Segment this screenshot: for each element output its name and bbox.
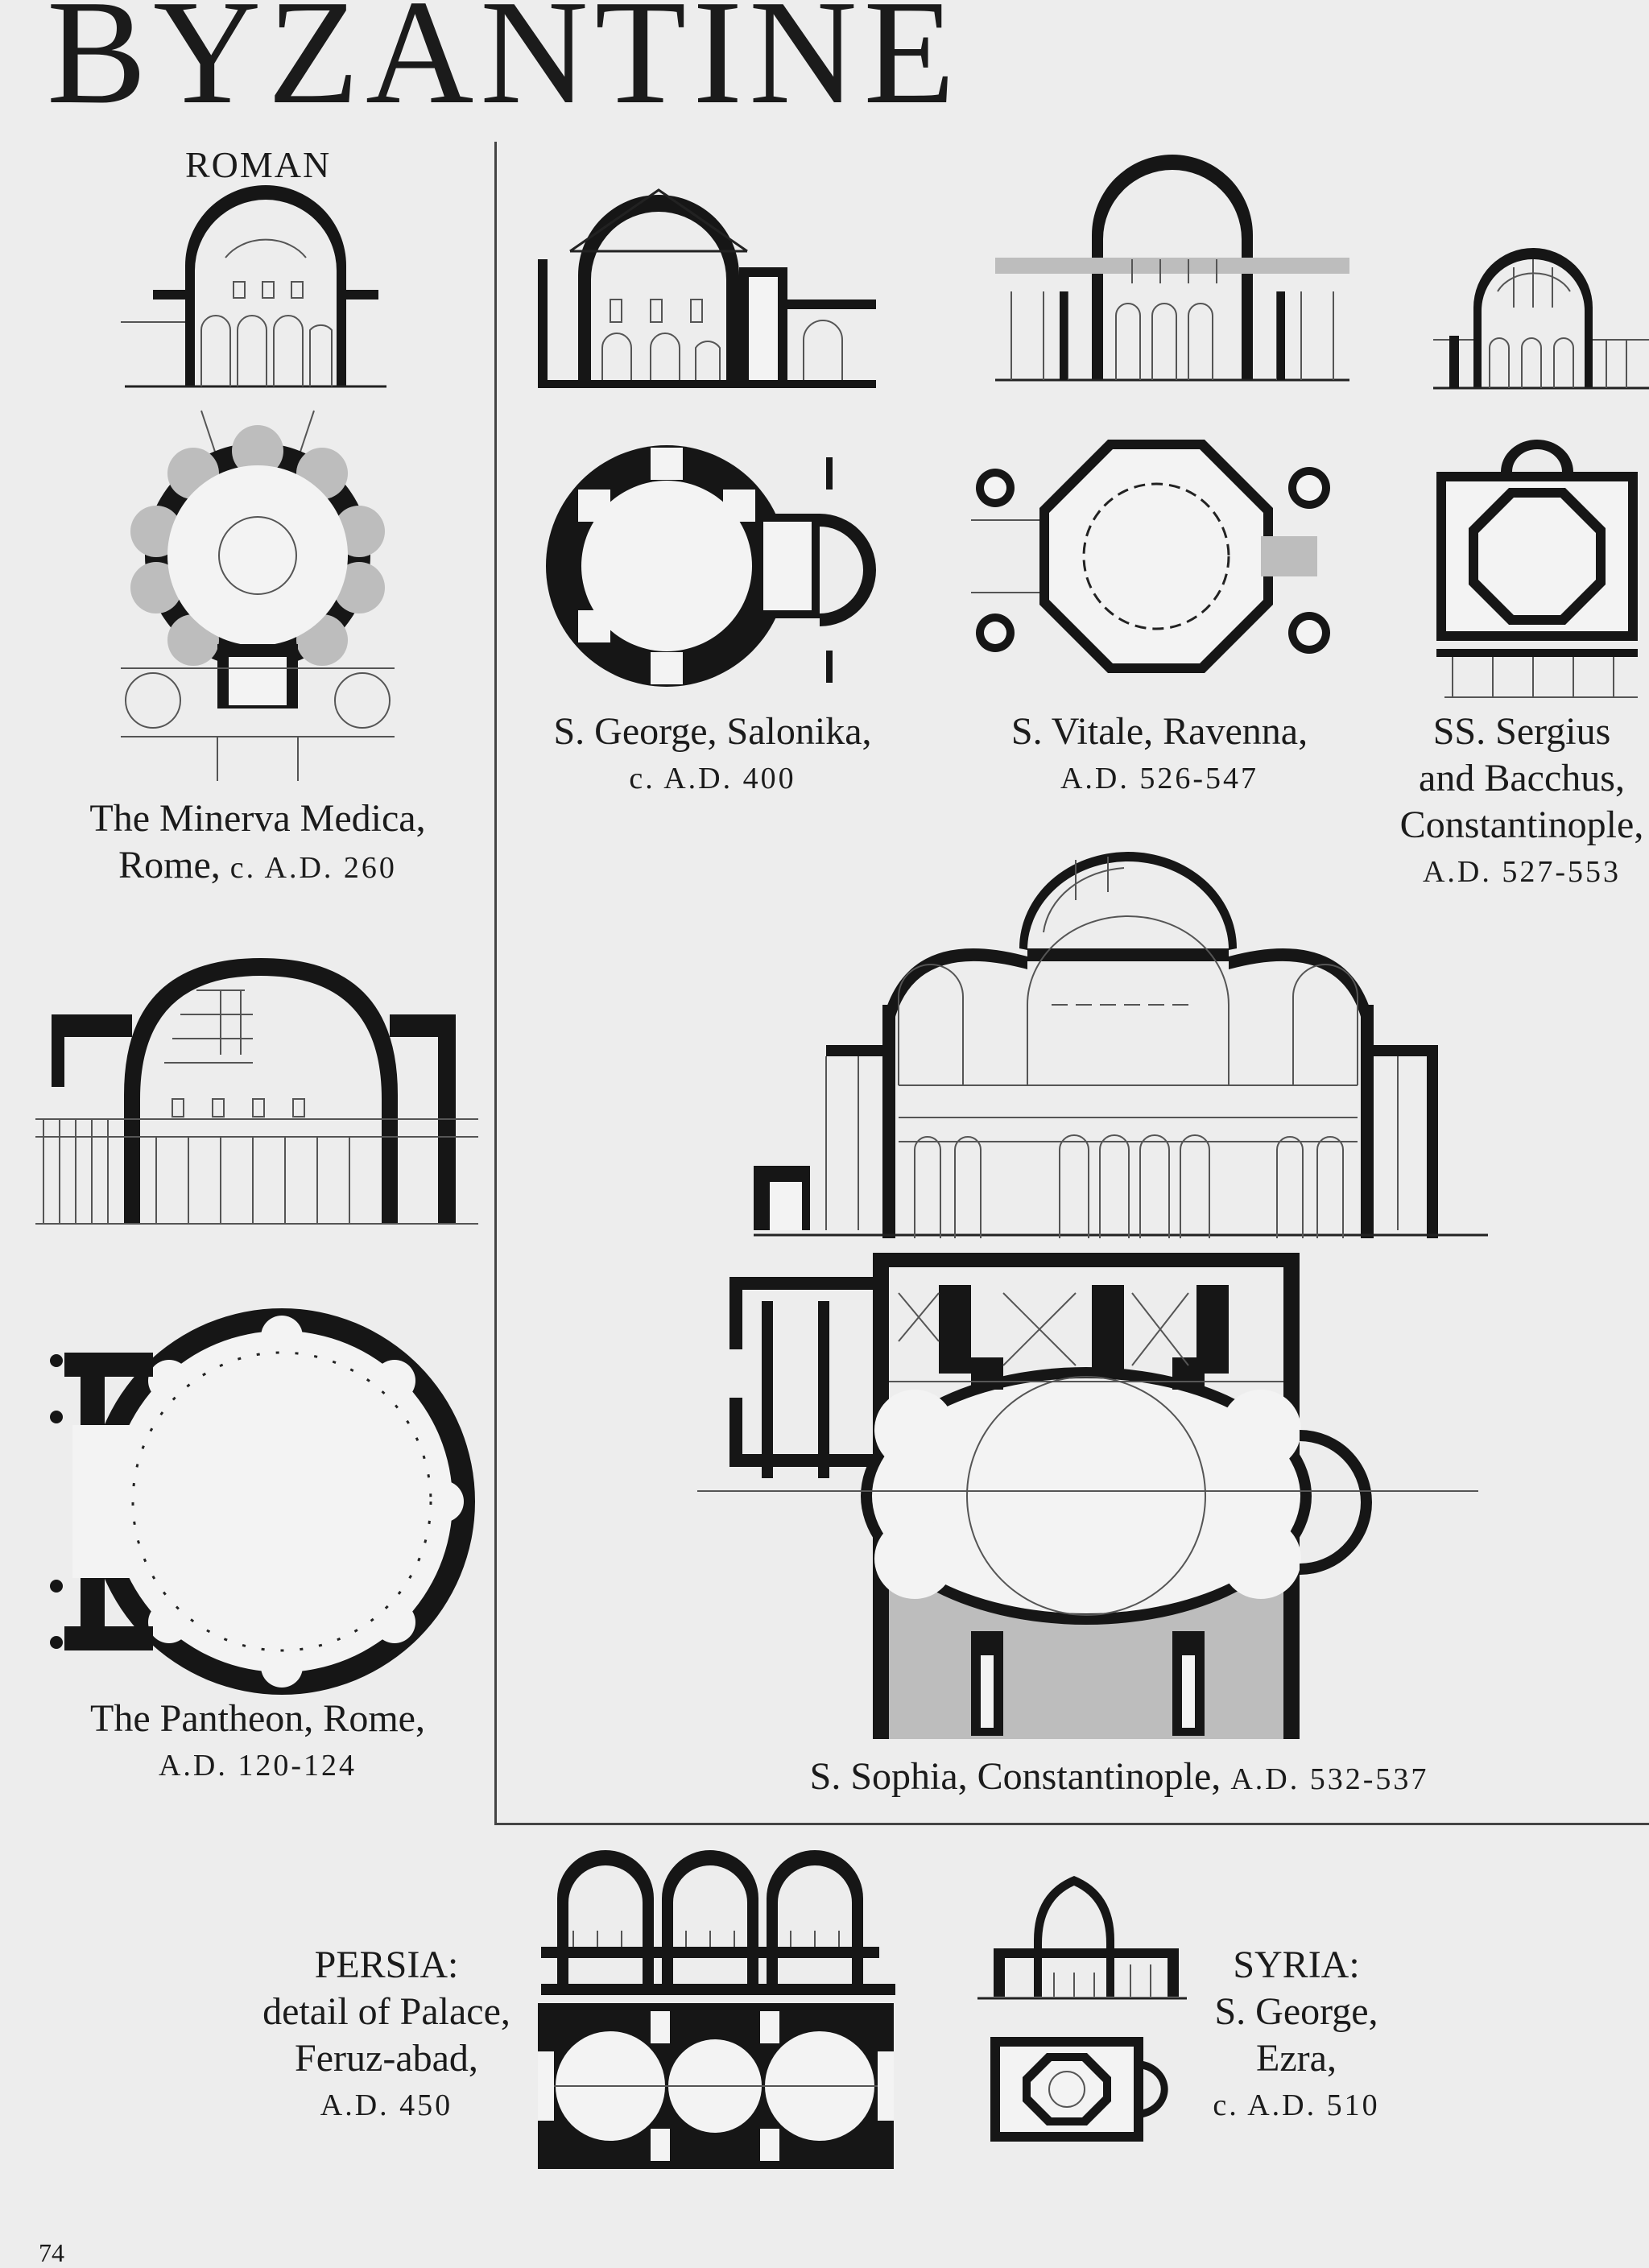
syria-section-drawing [977,1876,1187,2000]
page-title: BYZANTINE [47,0,962,135]
caption-vitale-line1: S. Vitale, Ravenna, [1010,710,1308,753]
caption-sergius: SS. Sergius and Bacchus, Constantinople,… [1385,708,1649,895]
caption-pantheon: The Pantheon, Rome, A.D. 120-124 [48,1696,467,1789]
caption-sophia-line1: S. Sophia, Constantinople, [809,1755,1221,1798]
george-salonika-plan-drawing [546,445,876,687]
caption-vitale: S. Vitale, Ravenna, A.D. 526-547 [966,708,1353,802]
sophia-plan-drawing [697,1253,1478,1739]
caption-vitale-date: A.D. 526-547 [1060,762,1259,795]
caption-persia: PERSIA: detail of Palace, Feruz-abad, A.… [234,1942,539,2129]
vitale-section-drawing [995,155,1349,382]
caption-syria-line3: Ezra, [1256,2037,1337,2080]
caption-syria-line1: SYRIA: [1233,1944,1360,1986]
sergius-plan-drawing [1436,440,1638,698]
george-salonika-section-drawing [538,188,876,388]
caption-sergius-line1: SS. Sergius [1432,710,1611,753]
vertical-divider [494,142,497,1824]
caption-george-salonika-date: c. A.D. 400 [629,762,796,795]
caption-sophia-date: A.D. 532-537 [1230,1762,1429,1796]
persia-plan-drawing [538,2003,894,2169]
caption-pantheon-date: A.D. 120-124 [158,1749,357,1783]
caption-persia-line1: PERSIA: [314,1944,459,1986]
caption-sergius-line2: and Bacchus, [1419,757,1625,799]
pantheon-plan-drawing [50,1308,475,1695]
roman-heading: ROMAN [185,144,332,185]
horizontal-divider [494,1823,1649,1825]
caption-george-salonika: S. George, Salonika, c. A.D. 400 [523,708,902,802]
caption-george-salonika-line1: S. George, Salonika, [553,710,872,753]
caption-persia-line3: Feruz-abad, [295,2037,478,2080]
page-number: 74 [39,2238,64,2267]
caption-persia-line2: detail of Palace, [262,1990,510,2033]
caption-minerva-line1: The Minerva Medica, [89,797,426,840]
caption-minerva-line2: Rome, [118,844,221,886]
caption-sergius-line3: Constantinople, [1399,804,1644,846]
pantheon-section-drawing [35,958,478,1225]
vitale-plan-drawing [971,440,1330,673]
caption-syria: SYRIA: S. George, Ezra, c. A.D. 510 [1192,1942,1401,2129]
persia-section-drawing [541,1850,895,1995]
syria-plan-drawing [990,2037,1168,2142]
minerva-medica-section-drawing [121,185,386,388]
caption-syria-line2: S. George, [1214,1990,1378,2033]
caption-persia-date: A.D. 450 [320,2088,453,2122]
caption-minerva-date: c. A.D. 260 [229,851,397,885]
caption-syria-date: c. A.D. 510 [1213,2088,1380,2122]
caption-sergius-date: A.D. 527-553 [1422,855,1622,889]
minerva-medica-plan-drawing [121,410,395,781]
sergius-section-drawing [1433,248,1649,390]
caption-minerva-medica: The Minerva Medica, Rome, c. A.D. 260 [48,795,467,891]
caption-sophia: S. Sophia, Constantinople, A.D. 532-537 [741,1754,1498,1803]
caption-pantheon-line1: The Pantheon, Rome, [90,1697,425,1740]
sophia-section-drawing [754,852,1488,1238]
